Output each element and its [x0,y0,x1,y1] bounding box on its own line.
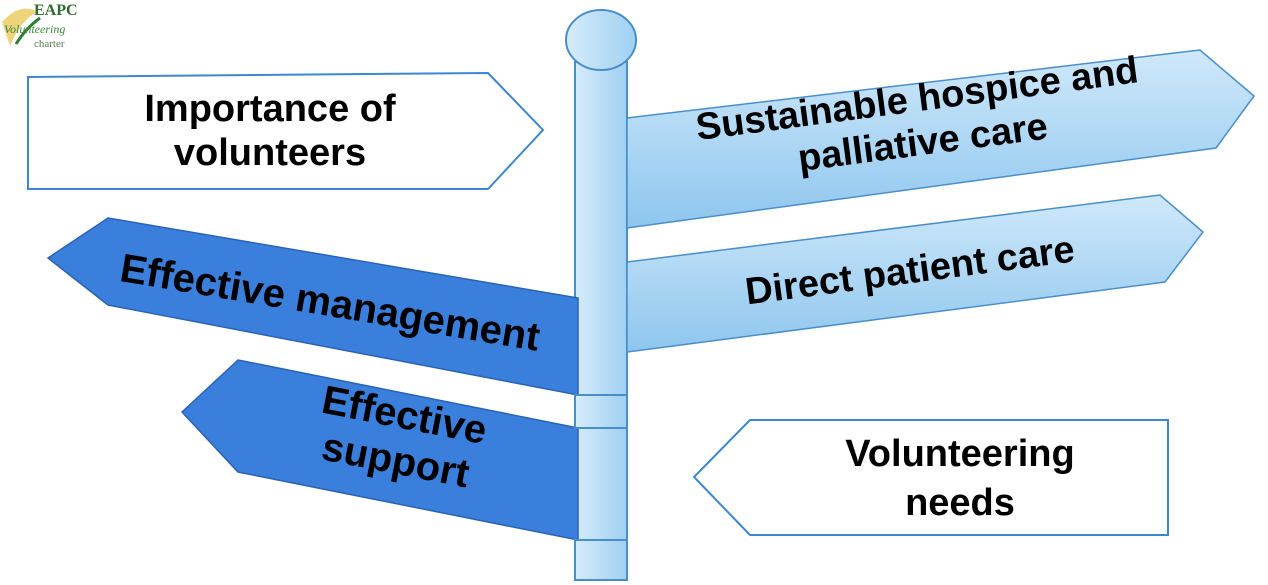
logo-leaf-icon [2,8,38,47]
importance-line2: volunteers [173,131,367,174]
label-importance-of-volunteers: Importance of volunteers [60,88,480,175]
logo-title: EAPC [34,2,78,19]
sign-effective-support [180,359,579,541]
eapc-logo [2,8,41,47]
volunteering-needs-line1: Volunteering [845,433,1075,475]
sign-volunteering-needs [692,419,1169,536]
logo-caption: charter [34,38,65,50]
logo-stroke-icon [14,16,41,45]
sign-effective-management [46,217,579,396]
logo-subtitle: Volunteering [4,22,66,36]
label-volunteering-needs: Volunteering needs [760,430,1160,529]
signpost-pole-lower [574,539,628,581]
sign-sustainable-hospice [626,49,1256,229]
volunteering-needs-line2: needs [905,482,1015,525]
signpost-pole [574,61,628,581]
signpost-knob [565,9,637,71]
signpost-pole-front [574,394,628,429]
sign-importance-of-volunteers [27,71,545,190]
importance-line1: Importance of [144,88,396,130]
sign-direct-patient-care [626,194,1205,353]
